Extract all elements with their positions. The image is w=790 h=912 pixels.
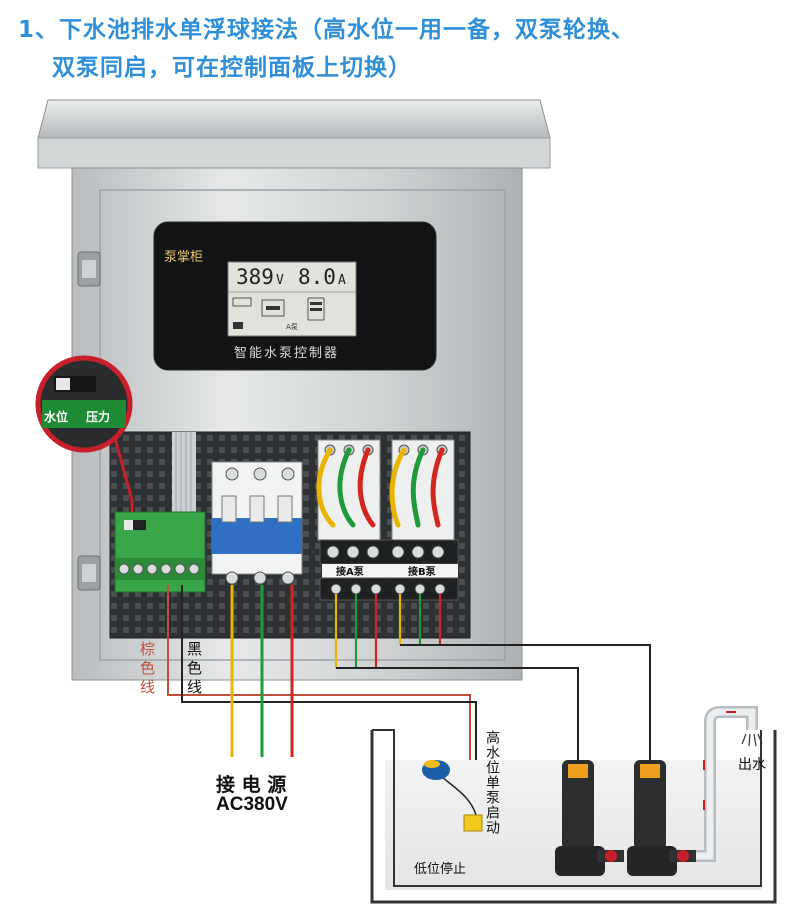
pump-a [555,760,624,876]
water-spray-icon [741,733,763,747]
ribbon-cable [172,432,196,524]
terminal-label-pump-a: 接A泵 [336,567,364,578]
terminal-label-pump-b: 接B泵 [408,567,436,578]
float-control-wires [167,585,477,815]
lcd-status-icon [233,322,243,329]
current-value: 8.0 [298,265,336,289]
page-title-line-1: 1、下水池排水单浮球接法（高水位一用一备，双泵轮换、 [18,17,636,43]
high-level-label: 高水位单泵启动 [484,730,500,835]
power-label: 接 电 源 [216,774,287,796]
callout-pressure-label: 压力 [86,410,111,424]
switch-callout [35,355,134,512]
water-pressure-switch [124,520,146,530]
brown-wire-char-2: 色 [140,659,156,677]
voltage-unit: V [275,273,284,288]
lcd-tank-icon [261,299,285,317]
black-wire-char-1: 黑 [187,640,203,658]
lcd-mode-icon [232,297,252,307]
brown-wire-label: 棕 色 线 [140,640,155,697]
outlet-pipe [696,706,763,862]
black-wire-char-2: 色 [187,659,203,677]
voltage-value: 389 [236,265,274,289]
control-board [114,511,206,593]
page-title-line-2: 双泵同启，可在控制面板上切换） [52,55,412,81]
float-switch [422,760,483,832]
panel-caption: 智能水泵控制器 [234,346,340,361]
callout-water-level-label: 水位 [44,410,69,424]
pump-b [627,760,696,876]
pump-output-wires [334,594,651,760]
door-hinge-bottom[interactable] [77,555,101,591]
black-wire-label: 黑 色 线 [187,640,202,697]
power-spec: AC380V [216,794,288,815]
door-hinge-top[interactable] [77,251,101,287]
controller-display-panel [153,221,437,371]
low-level-label: 低位停止 [414,862,467,877]
cabinet-roof [37,99,551,169]
lcd-pump-icon [307,297,325,321]
current-unit: A [337,273,346,288]
brown-wire-char-3: 线 [140,678,156,696]
lcd-screen [227,261,357,337]
brand-logo-text: 泵掌柜 [164,250,204,265]
outlet-label: 出水 [738,757,766,773]
power-input-wires [230,585,294,757]
contactor-wiring [316,447,445,528]
brown-wire-char-1: 棕 [140,640,156,658]
black-wire-char-3: 线 [187,678,203,696]
circuit-breaker[interactable] [211,461,303,585]
lcd-pump-label: A泵 [286,323,298,331]
terminal-block [319,539,459,601]
